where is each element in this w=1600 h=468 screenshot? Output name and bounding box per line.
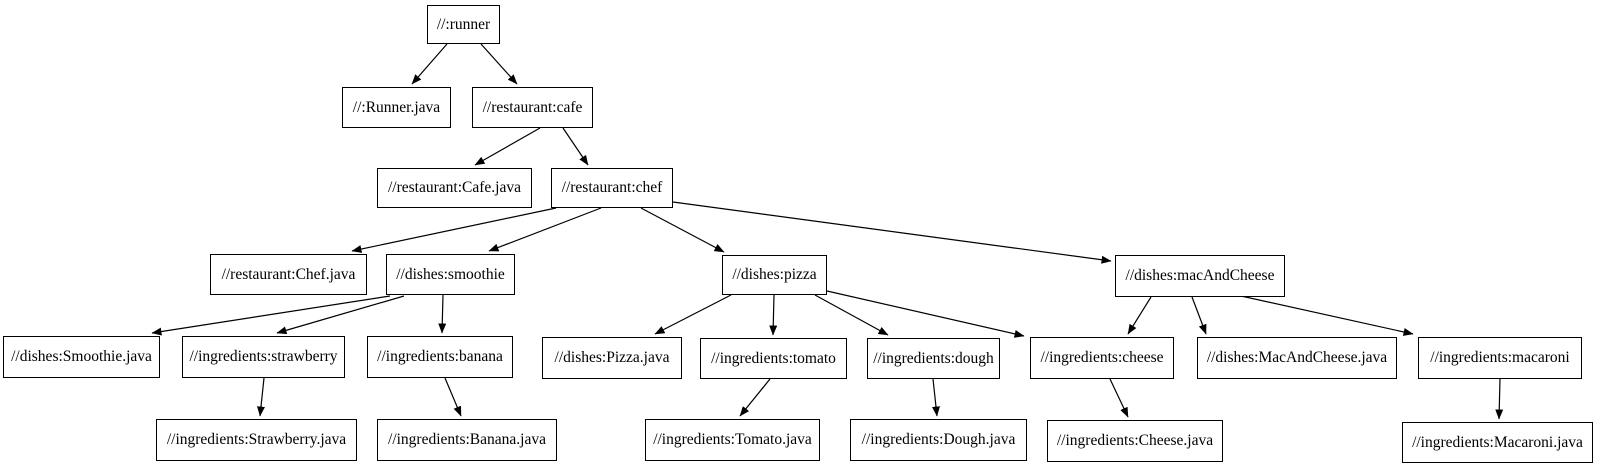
graph-node-dough-java: //ingredients:Dough.java (850, 419, 1027, 461)
graph-node-pizza-java: //dishes:Pizza.java (542, 337, 682, 379)
graph-edge-smoothie-to-banana (438, 294, 447, 334)
graph-node-pizza: //dishes:pizza (722, 255, 827, 295)
graph-edge-chef-to-smoothie (488, 207, 602, 252)
graph-edge-strawberry-to-strawberry-java (257, 377, 265, 417)
graph-edge-cafe-to-cafe-java (474, 127, 541, 166)
graph-edge-pizza-to-tomato (769, 294, 778, 336)
graph-node-mac-and-cheese-java: //dishes:MacAndCheese.java (1197, 337, 1397, 379)
graph-node-mac-and-cheese: //dishes:macAndCheese (1115, 255, 1285, 297)
graph-node-macaroni-java: //ingredients:Macaroni.java (1402, 422, 1593, 463)
graph-edge-smoothie-to-strawberry (276, 295, 405, 335)
graph-edge-banana-to-banana-java (444, 377, 462, 417)
graph-edge-pizza-to-dough (814, 294, 889, 336)
graph-edge-chef-to-pizza (640, 207, 725, 253)
graph-edge-tomato-to-tomato-java (739, 378, 771, 417)
graph-edge-pizza-to-pizza-java (654, 294, 732, 335)
graph-edge-cafe-to-chef (562, 127, 589, 166)
graph-node-macaroni: //ingredients:macaroni (1418, 337, 1582, 379)
graph-edge-runner-to-cafe (480, 43, 518, 85)
graph-edge-chef-to-chef-java (351, 207, 557, 253)
graph-node-cafe-java: //restaurant:Cafe.java (377, 168, 532, 208)
graph-edge-smoothie-to-smoothie-java (151, 295, 391, 336)
graph-node-chef: //restaurant:chef (551, 168, 673, 208)
graph-edge-chef-to-mac-and-cheese (672, 201, 1112, 264)
graph-node-cafe: //restaurant:cafe (472, 87, 593, 128)
graph-edge-pizza-to-cheese (826, 290, 1025, 338)
graph-node-dough: //ingredients:dough (867, 338, 1000, 379)
graph-node-smoothie-java: //dishes:Smoothie.java (3, 336, 160, 378)
graph-node-cheese: //ingredients:cheese (1030, 337, 1174, 379)
graph-edge-runner-to-runner-java (411, 43, 448, 85)
graph-node-strawberry: //ingredients:strawberry (182, 336, 345, 378)
graph-edge-dough-to-dough-java (932, 378, 940, 417)
graph-node-runner: //:runner (427, 5, 500, 44)
graph-node-tomato-java: //ingredients:Tomato.java (645, 419, 820, 461)
graph-edge-mac-and-cheese-to-mac-and-cheese-java (1191, 296, 1207, 335)
graph-node-banana: //ingredients:banana (367, 336, 513, 378)
graph-node-runner-java: //:Runner.java (342, 87, 451, 128)
graph-node-chef-java: //restaurant:Chef.java (210, 254, 367, 295)
graph-node-cheese-java: //ingredients:Cheese.java (1047, 420, 1223, 462)
graph-node-banana-java: //ingredients:Banana.java (377, 419, 557, 461)
graph-edge-mac-and-cheese-to-macaroni (1240, 295, 1414, 336)
graph-node-smoothie: //dishes:smoothie (386, 254, 515, 295)
graph-edge-cheese-to-cheese-java (1109, 378, 1129, 418)
graph-edge-macaroni-to-macaroni-java (1495, 378, 1504, 420)
graph-edge-mac-and-cheese-to-cheese (1127, 296, 1152, 335)
graph-node-tomato: //ingredients:tomato (700, 338, 847, 379)
graph-node-strawberry-java: //ingredients:Strawberry.java (156, 419, 357, 461)
